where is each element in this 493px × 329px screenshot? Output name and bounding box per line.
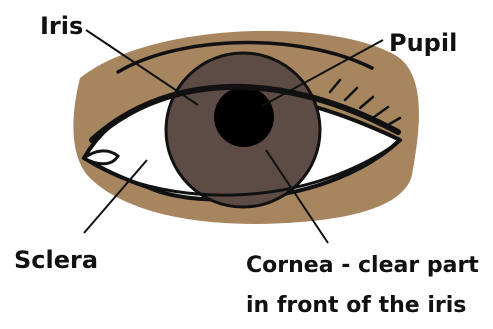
pupil-circle bbox=[214, 87, 274, 147]
sclera-label: Sclera bbox=[14, 248, 98, 272]
pupil-label: Pupil bbox=[389, 31, 457, 55]
iris-label: Iris bbox=[40, 14, 83, 38]
cornea-label-line2: in front of the iris bbox=[246, 286, 479, 326]
cornea-label-line1: Cornea - clear part bbox=[246, 246, 479, 286]
cornea-label: Cornea - clear part in front of the iris bbox=[246, 246, 479, 326]
